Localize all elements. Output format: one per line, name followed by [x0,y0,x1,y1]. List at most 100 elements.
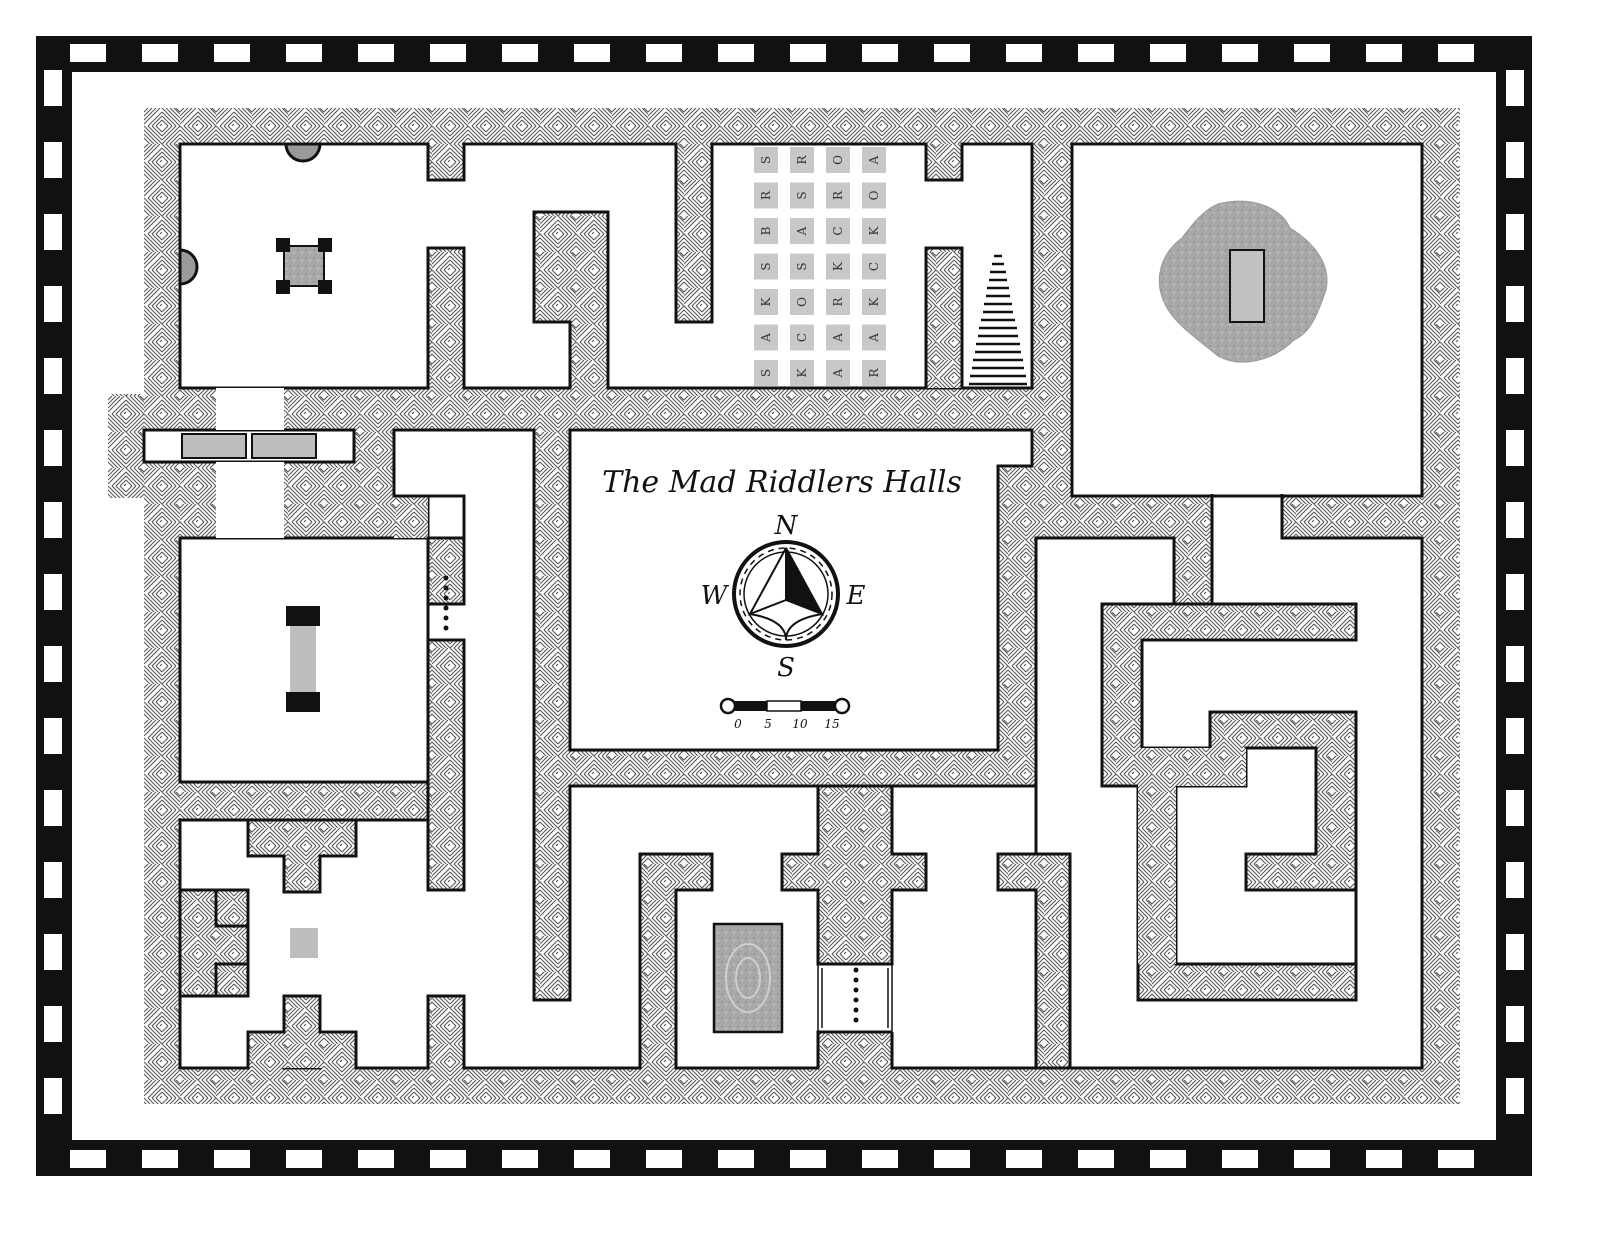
frame-tick [1438,44,1474,62]
scale-label-0: 0 [734,717,742,731]
letter-tile-text: A [867,333,881,343]
letter-tile [790,182,814,209]
wall-north-mid [426,246,466,388]
wall-west-stem-lower [426,638,466,892]
scale-label-15: 15 [824,717,839,731]
frame-tick [70,1150,106,1168]
frame-tick [44,790,62,826]
letter-tile [790,253,814,280]
letter-tile [862,289,886,315]
passage-west-south [216,462,284,538]
frame-tick [214,1150,250,1168]
letter-tile-text: K [867,296,881,306]
wall-cross-bottom [246,994,358,1068]
secret-door-west [443,575,449,631]
letter-tile [862,147,886,173]
frame-tick [1366,44,1402,62]
letter-tile [754,289,778,315]
letter-tile-text: R [795,155,809,165]
central-hall-wall [392,428,534,540]
letter-tile-text: C [831,226,845,235]
floor-tile-small [290,928,318,958]
compass-south: S [777,653,795,683]
frame-tick [142,44,178,62]
frame-tick [1506,430,1524,466]
frame-tick [358,1150,394,1168]
letter-tile [826,289,850,315]
scale-label-10: 10 [792,717,808,731]
frame-tick [286,1150,322,1168]
frame-tick [718,1150,754,1168]
letter-tile [790,289,814,315]
letter-tile [754,324,778,351]
frame-tick [44,430,62,466]
ne-room-passage [1210,494,1284,604]
letter-tile-text: S [759,262,773,270]
frame-tick [1294,1150,1330,1168]
frame-tick [1506,142,1524,178]
wall-cross-top [246,818,358,894]
frame-tick [44,718,62,754]
wall-south-u [638,852,714,1068]
frame-tick [44,214,62,250]
letter-tile-text: O [867,190,881,200]
frame-tick [718,44,754,62]
altar-post-sw [276,280,290,294]
letter-tile-text: B [759,226,773,235]
letter-tile [826,182,850,209]
frame-tick [502,1150,538,1168]
frame-tick [70,44,106,62]
wall-spiral-core [1138,748,1246,964]
compass-east: E [846,581,866,611]
inner-pillars [178,144,1358,1070]
frame-tick [790,44,826,62]
gate-door-right [251,433,317,459]
secret-door-south [853,967,859,1023]
altar-post-nw [276,238,290,252]
frame-tick [1506,1078,1524,1114]
scale-label-5: 5 [764,717,772,731]
letter-tile-text: A [831,368,845,378]
letter-tile [754,182,778,209]
compass-west: W [701,581,730,611]
wall-cross-left [178,888,250,998]
altar-post-se [318,280,332,294]
frame-tick [1506,574,1524,610]
frame-tick [934,1150,970,1168]
frame-tick [44,70,62,106]
frame-tick [790,1150,826,1168]
letter-tile [862,360,886,386]
passage-west-north [216,388,284,430]
letter-tile-text: O [831,155,845,165]
letter-tile-text: R [867,368,881,378]
letter-tile [754,253,778,280]
niche-west [178,248,199,286]
frame-tick [1506,358,1524,394]
frame-tick [44,142,62,178]
frame-tick [502,44,538,62]
frame-tick [574,1150,610,1168]
letter-tile-text: A [867,155,881,165]
frame-tick [142,1150,178,1168]
frame-tick [862,44,898,62]
frame-tick [1150,44,1186,62]
passage-west-gate [142,428,356,464]
niche-north [284,142,322,163]
frame-tick [1150,1150,1186,1168]
frame-tick [1506,646,1524,682]
pillar-north-a [426,144,466,182]
map-title: The Mad Riddlers Halls [602,465,962,500]
compass-rose: N S E W [701,511,866,683]
features [178,142,1328,1034]
letter-tile [826,147,850,173]
letter-tile-text: S [795,191,809,199]
frame-tick [646,1150,682,1168]
altar-post-ne [318,238,332,252]
stone-slab [712,922,784,1034]
frame-tick [1506,934,1524,970]
letter-tile [862,324,886,351]
letter-tile [826,360,850,386]
frame-tick [358,44,394,62]
